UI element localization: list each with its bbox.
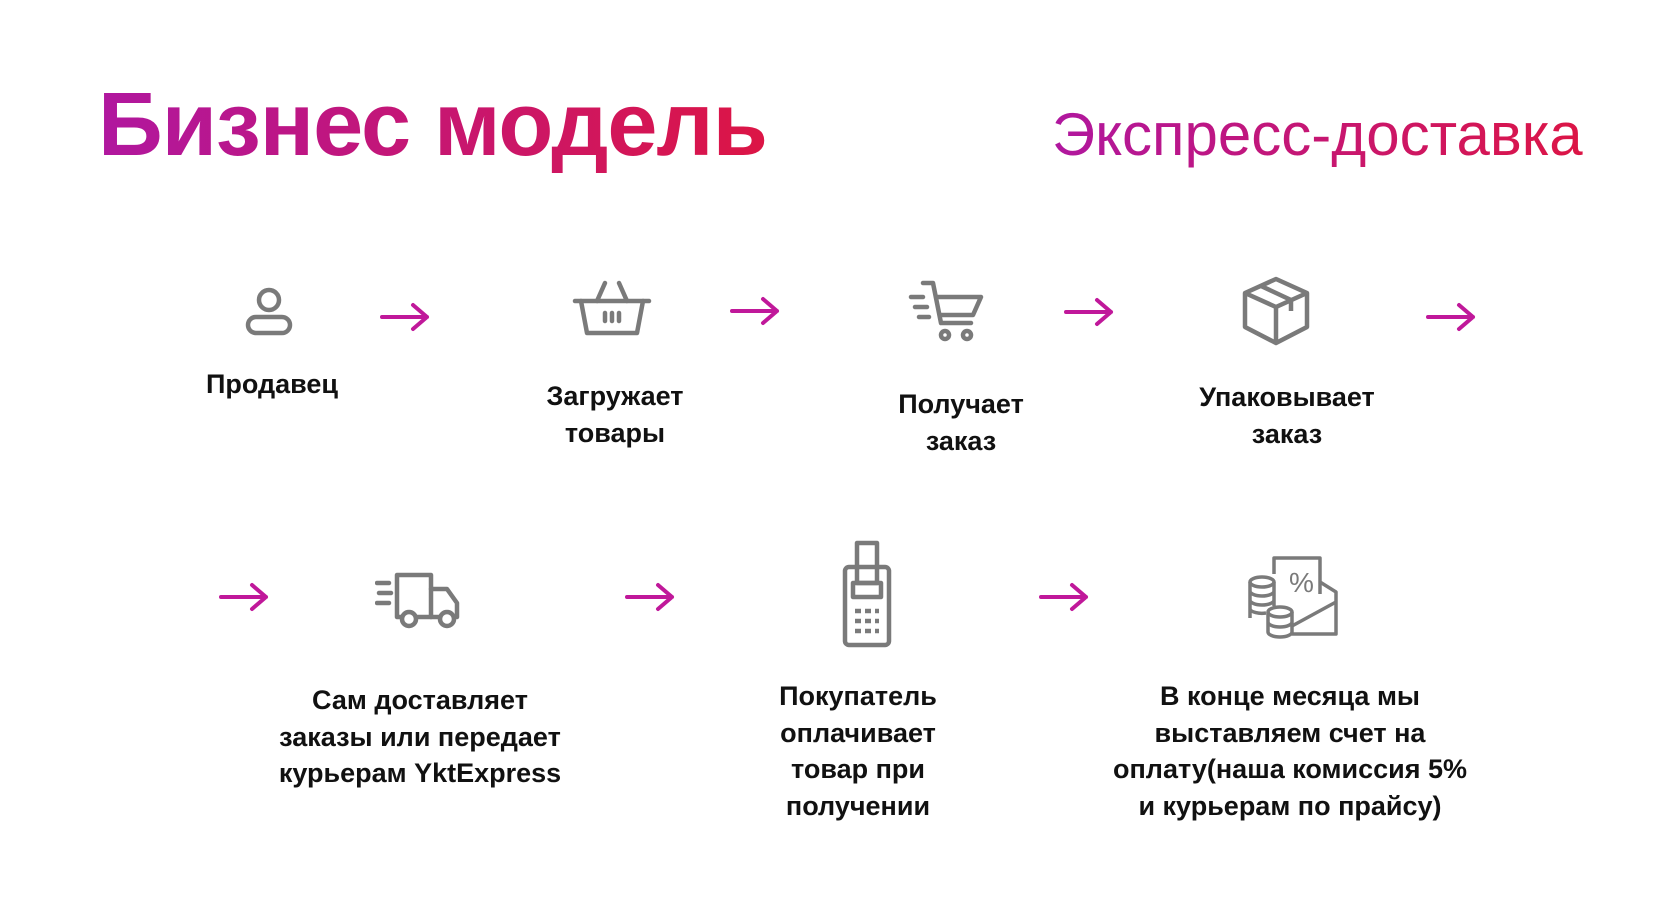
arrow-right-icon	[1425, 302, 1477, 332]
label-line: выставляем счет на	[1154, 717, 1426, 748]
arrow-right-icon	[624, 582, 676, 612]
label-line: В конце месяца мы	[1160, 681, 1420, 711]
label-line: Покупатель	[779, 681, 937, 711]
label-line: получении	[785, 790, 931, 821]
step-label-seller: Продавец	[206, 366, 338, 403]
step-label-invoice: В конце месяца мы выставляем счет на опл…	[1113, 678, 1467, 824]
truck-icon	[374, 553, 465, 643]
label-line: Загружает	[546, 381, 684, 411]
payment-terminal-icon	[817, 539, 917, 649]
arrow-right-icon	[729, 296, 781, 326]
basket-icon	[567, 265, 657, 355]
label-line: Продавец	[205, 369, 339, 399]
step-label-pack: Упаковывает заказ	[1199, 379, 1375, 452]
coins-invoice-percent-icon: %	[1242, 546, 1342, 646]
label-line: оплату(наша комиссия 5%	[1113, 754, 1467, 784]
step-label-receive-order: Получает заказ	[898, 386, 1024, 459]
arrow-right-icon	[1038, 582, 1090, 612]
label-line: оплачивает	[780, 717, 936, 748]
svg-text:%: %	[1289, 567, 1314, 598]
label-line: Упаковывает	[1199, 382, 1375, 412]
cart-icon	[903, 267, 993, 357]
step-label-delivery: Сам доставляет заказы или передает курье…	[279, 682, 561, 792]
label-line: Сам доставляет	[312, 685, 528, 715]
arrow-right-icon	[379, 302, 431, 332]
arrow-right-icon	[1063, 297, 1115, 327]
label-line: и курьерам по прайсу)	[1138, 790, 1442, 821]
label-line: заказ	[1251, 418, 1323, 449]
box-icon	[1231, 267, 1321, 357]
label-line: Получает	[898, 389, 1024, 419]
label-line: заказы или передает	[279, 721, 561, 752]
page-subtitle: Экспресс-доставка	[1052, 101, 1583, 168]
label-line: заказ	[925, 425, 997, 456]
page-title: Бизнес модель	[98, 75, 768, 175]
user-icon	[224, 267, 314, 357]
step-label-payment: Покупатель оплачивает товар при получени…	[779, 678, 937, 824]
label-line: товары	[564, 417, 666, 448]
arrow-right-icon	[218, 582, 270, 612]
label-line: товар при	[790, 754, 925, 784]
label-line: курьерам YktExpress	[278, 758, 562, 788]
step-label-upload: Загружает товары	[546, 378, 683, 451]
